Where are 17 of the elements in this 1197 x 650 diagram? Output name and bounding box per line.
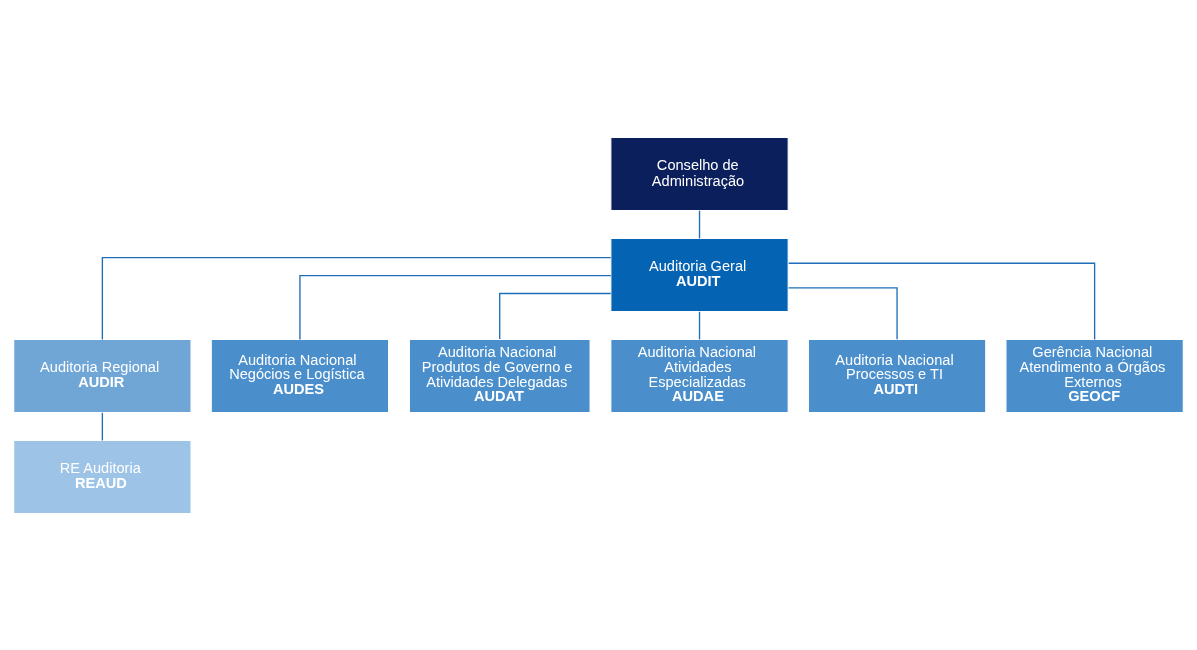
node-box: Auditoria Geral AUDIT [610, 237, 789, 312]
connector [698, 310, 701, 340]
node-box: Conselho de Administração [610, 136, 789, 211]
node-box: Auditoria Nacional Produtos de Governo e Atividades Delegadas AUDAT [408, 338, 591, 413]
node-box: Gerência Nacional Atendimento a Órgãos Externos GEOCF [1005, 338, 1184, 413]
node-box: Auditoria Nacional Negócios e Logística AUDES [210, 338, 390, 413]
connector [698, 209, 701, 239]
node-box: RE Auditoria REAUD [13, 439, 192, 514]
node-box: Auditoria Nacional Processos e TI AUDTI [807, 338, 987, 413]
connector [787, 286, 898, 340]
connector [101, 256, 612, 340]
connector [499, 292, 612, 340]
connector [101, 411, 104, 441]
connector [299, 274, 612, 340]
node-box: Auditoria Regional AUDIR [13, 338, 192, 413]
connector [788, 262, 1096, 340]
node-box: Auditoria Nacional Atividades Especializadas AUDAE [610, 338, 789, 413]
